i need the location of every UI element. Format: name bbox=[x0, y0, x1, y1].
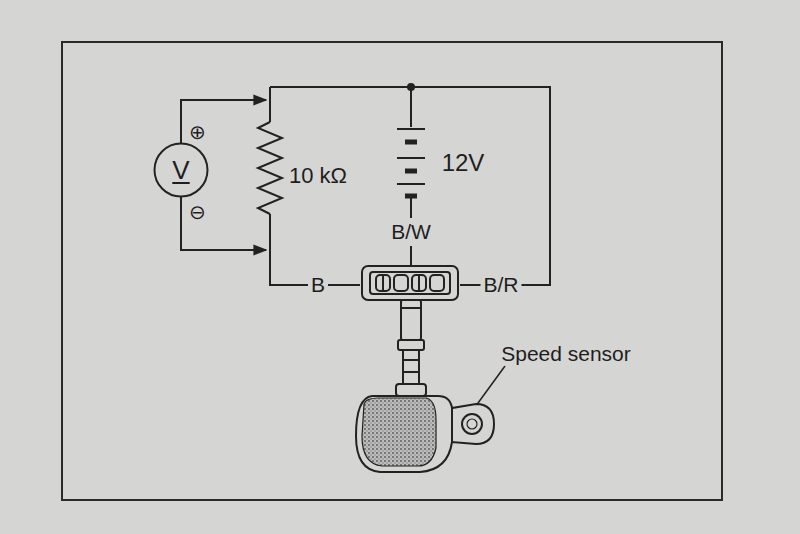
wire-label: Speed sensor bbox=[498, 342, 634, 365]
wire-label: B/W bbox=[388, 220, 434, 243]
polarity-mark: ⊕ bbox=[186, 121, 209, 143]
voltmeter-symbol: V bbox=[153, 142, 209, 198]
meter-letter: V bbox=[153, 142, 209, 198]
wire-label: 12V bbox=[439, 150, 488, 176]
speed-sensor bbox=[356, 300, 494, 472]
wire-label: B bbox=[308, 273, 328, 296]
junction-dot bbox=[407, 83, 415, 91]
wires bbox=[181, 87, 550, 414]
connector bbox=[362, 266, 458, 300]
polarity-mark: ⊖ bbox=[186, 201, 209, 223]
wire-label: 10 kΩ bbox=[286, 164, 350, 188]
wire-label: B/R bbox=[480, 273, 521, 296]
frame-border bbox=[62, 42, 722, 500]
battery-symbol bbox=[397, 129, 425, 196]
resistor-symbol bbox=[258, 122, 282, 214]
